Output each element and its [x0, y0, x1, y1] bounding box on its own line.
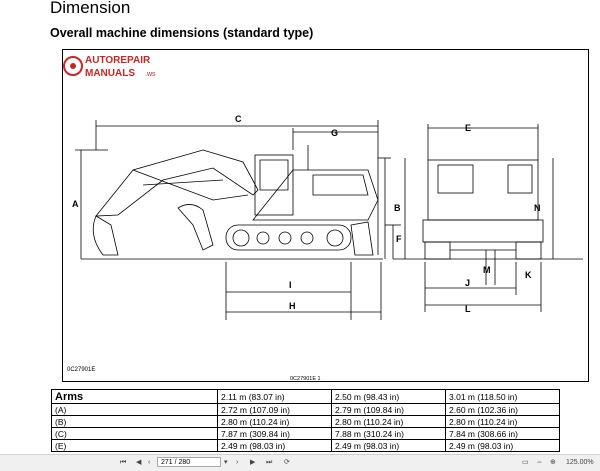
label-A: A — [72, 199, 79, 209]
table-row: (A) 2.72 m (107.09 in) 2.79 m (109.84 in… — [51, 403, 560, 416]
excavator-drawing: A C G B F I H E N M K J L — [72, 114, 583, 320]
first-page-icon[interactable]: ⏮ — [120, 459, 127, 466]
table-cell: 2.79 m (109.84 in) — [331, 403, 446, 416]
section-subheading: Overall machine dimensions (standard typ… — [50, 26, 314, 40]
table-header-cell: 2.50 m (98.43 in) — [331, 389, 446, 404]
excavator-dimension-figure: A C G B F I H E N M K J L AUTOREPAIR MAN… — [62, 49, 589, 382]
table-header-cell: Arms — [51, 389, 218, 404]
table-cell: 2.49 m (98.03 in) — [331, 439, 446, 452]
label-H: H — [289, 301, 296, 311]
page-dropdown-icon[interactable]: ▾ — [224, 459, 228, 466]
table-cell: 7.88 m (310.24 in) — [331, 427, 446, 440]
last-page-icon[interactable]: ⏭ — [266, 459, 273, 466]
table-cell: 2.49 m (98.03 in) — [217, 439, 332, 452]
label-C: C — [235, 114, 242, 124]
svg-text:MANUALS: MANUALS — [85, 68, 135, 79]
label-N: N — [534, 203, 541, 213]
table-cell: 2.60 m (102.36 in) — [445, 403, 560, 416]
label-L: L — [465, 304, 471, 314]
label-E: E — [465, 123, 471, 133]
table-cell: 2.80 m (110.24 in) — [331, 415, 446, 428]
table-cell: 7.84 m (308.66 in) — [445, 427, 560, 440]
label-G: G — [331, 128, 338, 138]
prev-page-icon[interactable]: ◀ — [136, 459, 142, 466]
page-number-field[interactable]: 271 / 280 — [157, 457, 221, 467]
table-header-cell: 3.01 m (118.50 in) — [445, 389, 560, 404]
table-cell: (E) — [51, 439, 218, 452]
table-header-cell: 2.11 m (83.07 in) — [217, 389, 332, 404]
page-heading: Dimension — [50, 0, 131, 17]
table-cell: (B) — [51, 415, 218, 428]
table-cell: 2.80 m (110.24 in) — [217, 415, 332, 428]
label-B: B — [394, 203, 401, 213]
table-cell: 7.87 m (309.84 in) — [217, 427, 332, 440]
fit-width-icon[interactable]: ⇔ — [536, 459, 543, 466]
table-cell: 2.49 m (98.03 in) — [445, 439, 560, 452]
svg-text:.ws: .ws — [145, 71, 156, 78]
figure-page-ref: 0C27901E 1 — [290, 376, 321, 382]
label-F: F — [396, 234, 402, 244]
table-row: (B) 2.80 m (110.24 in) 2.80 m (110.24 in… — [51, 415, 560, 428]
table-cell: (C) — [51, 427, 218, 440]
figure-code: 0C27901E — [67, 367, 96, 373]
next-page-icon[interactable]: ▶ — [250, 459, 256, 466]
table-cell: (A) — [51, 403, 218, 416]
watermark-logo: AUTOREPAIR MANUALS .ws — [63, 55, 156, 79]
refresh-icon[interactable]: ⟳ — [284, 459, 290, 466]
table-cell: 2.72 m (107.09 in) — [217, 403, 332, 416]
arms-dimension-table: Arms 2.11 m (83.07 in) 2.50 m (98.43 in)… — [51, 389, 560, 452]
zoom-icon[interactable]: ⊕ — [550, 459, 556, 466]
table-row: (E) 2.49 m (98.03 in) 2.49 m (98.03 in) … — [51, 439, 560, 452]
svg-text:AUTOREPAIR: AUTOREPAIR — [85, 55, 151, 66]
fit-page-icon[interactable]: ▭ — [522, 459, 529, 466]
table-row: (C) 7.87 m (309.84 in) 7.88 m (310.24 in… — [51, 427, 560, 440]
document-page: Dimension Overall machine dimensions (st… — [50, 0, 589, 452]
label-I: I — [289, 280, 292, 290]
viewer-toolbar: ⏮ ◀ ‹ 271 / 280 ▾ › ▶ ⏭ ⟳ ▭ ⇔ ⊕ 125.00% — [0, 454, 600, 471]
next-page-chevron-icon[interactable]: › — [236, 459, 239, 466]
prev-page-chevron-icon[interactable]: ‹ — [148, 459, 151, 466]
table-cell: 2.80 m (110.24 in) — [445, 415, 560, 428]
label-M: M — [483, 265, 491, 275]
label-J: J — [465, 278, 470, 288]
zoom-level[interactable]: 125.00% — [566, 459, 594, 466]
table-header-row: Arms 2.11 m (83.07 in) 2.50 m (98.43 in)… — [51, 389, 560, 404]
label-K: K — [525, 270, 532, 280]
